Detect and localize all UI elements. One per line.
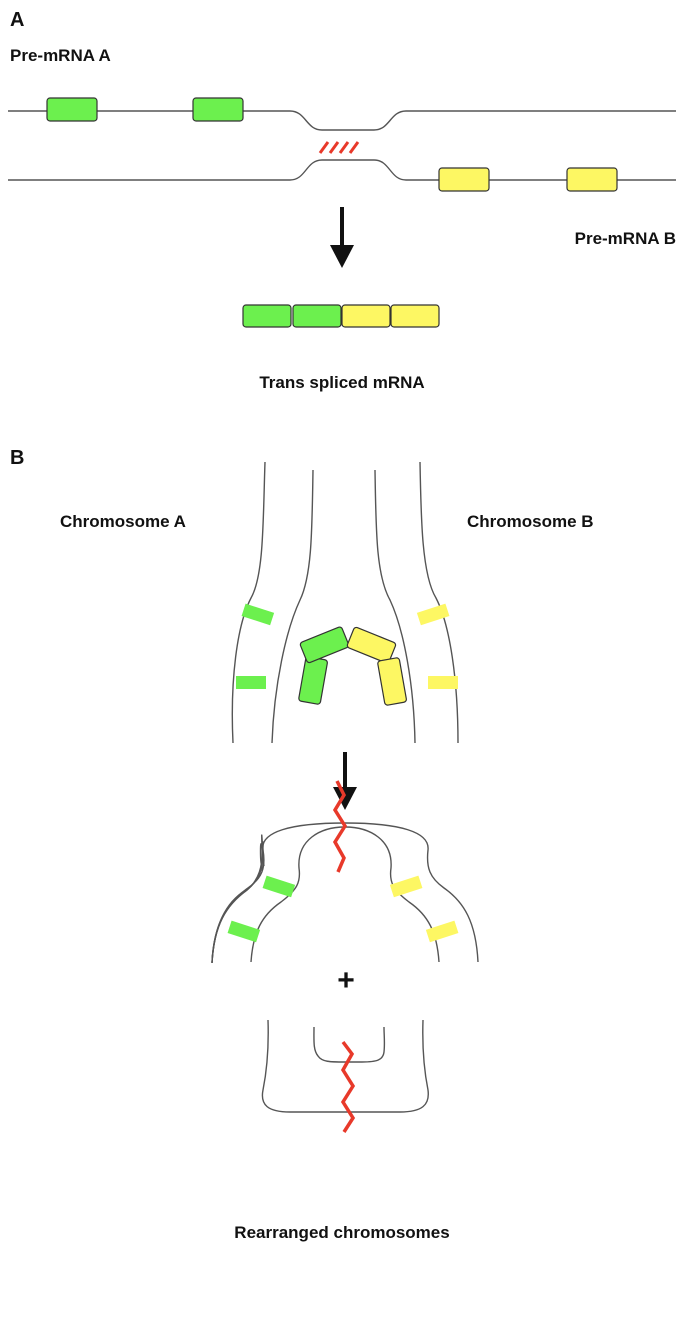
chromosome-a-label: Chromosome A [60, 512, 186, 531]
chromosome-a-band-1 [241, 603, 275, 626]
pre-mrna-a-strand [8, 110, 676, 131]
pre-mrna-b-exon-1 [438, 167, 490, 192]
rearranged-green-band-1 [262, 875, 296, 898]
bridge-exon-b2 [377, 657, 407, 706]
trans-spliced-mrna-label: Trans spliced mRNA [259, 373, 424, 392]
pre-mrna-a-exon-2 [192, 97, 244, 122]
product-exon-a1 [242, 304, 292, 328]
chromosome-b [374, 461, 459, 744]
trans-spliced-mrna [242, 304, 440, 328]
rearranged-yellow-band-1 [389, 875, 423, 898]
pre-mrna-b-exon-2 [566, 167, 618, 192]
pre-mrna-a-label: Pre-mRNA A [10, 46, 111, 65]
bridge-exon-a2 [299, 626, 350, 664]
arrow-down-icon [330, 207, 354, 268]
pre-mrna-b-label: Pre-mRNA B [575, 229, 676, 248]
bridge-exon-a1 [298, 656, 328, 705]
arrow-down-icon [333, 752, 357, 810]
rearranged-green-band-2 [227, 920, 261, 943]
chromosome-b-band-1 [416, 603, 450, 626]
rearranged-yellow-band-2 [425, 920, 459, 943]
product-exon-a2 [292, 304, 342, 328]
chromosome-a-band-2 [236, 676, 266, 689]
panel-a-letter: A [10, 9, 24, 31]
chromosome-b-band-2 [428, 676, 458, 689]
rearranged-chromosome-2 [261, 1019, 429, 1113]
junction-break-2 [340, 1040, 356, 1133]
pre-mrna-a-exon-1 [46, 97, 98, 122]
junction-break-1 [332, 780, 348, 873]
chromosome-a [231, 461, 314, 744]
base-pairing-hatch [318, 141, 360, 154]
panel-b-letter: B [10, 447, 24, 469]
bridging-mrna [298, 626, 407, 706]
chromosome-b-label: Chromosome B [467, 512, 594, 531]
rearranged-chromosomes-label: Rearranged chromosomes [234, 1223, 449, 1242]
bridge-exon-b1 [346, 626, 397, 664]
product-exon-b1 [341, 304, 391, 328]
pre-mrna-b-strand [8, 159, 676, 181]
rearranged-chromosome-1 [211, 822, 479, 964]
product-exon-b2 [390, 304, 440, 328]
plus-sign: + [337, 964, 355, 997]
